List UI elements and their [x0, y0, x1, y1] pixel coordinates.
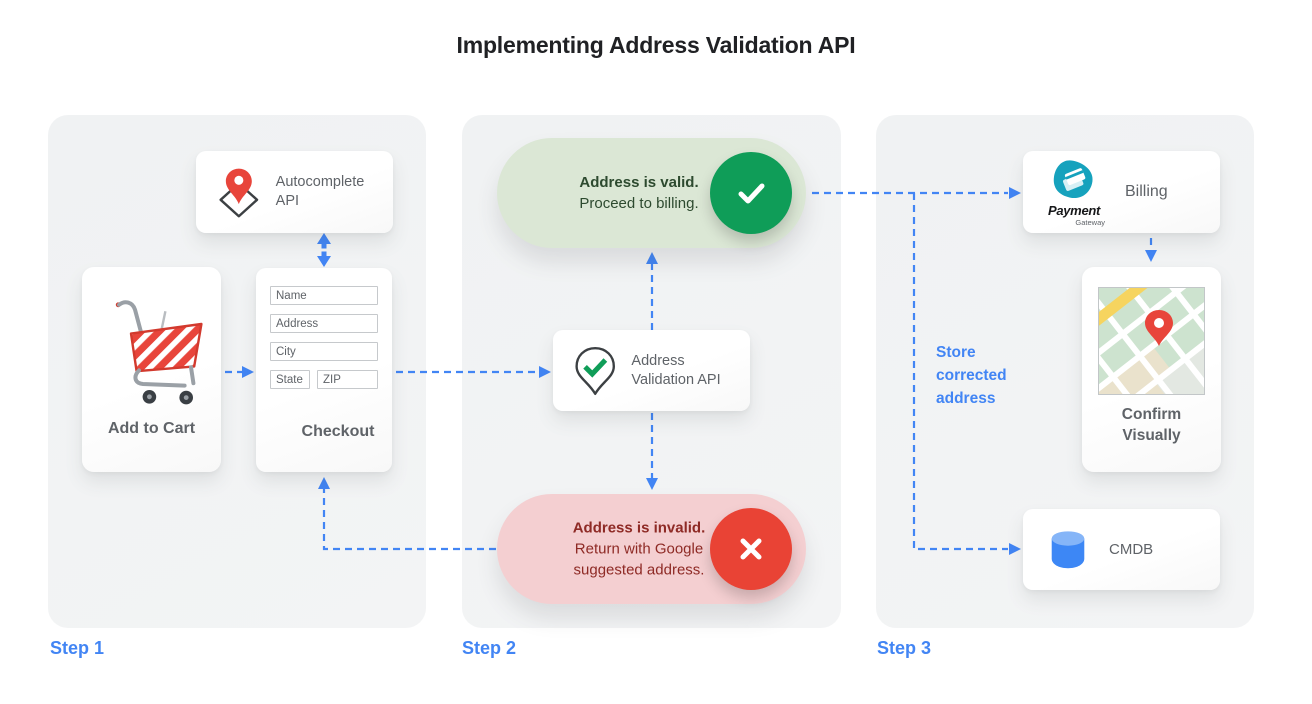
payment-logo-subtitle: Gateway — [1075, 217, 1105, 227]
payment-logo-title: Payment — [1047, 202, 1101, 218]
invalid-result-text: Address is invalid. Return with Google s… — [539, 518, 739, 581]
map-with-pin-image — [1098, 287, 1205, 395]
add-to-cart-card: Add to Cart — [82, 267, 221, 472]
add-to-cart-label: Add to Cart — [107, 420, 196, 437]
confirm-visually-text: Confirm Visually — [1121, 406, 1182, 444]
checkout-field-zip: ZIP — [317, 370, 378, 389]
invalid-result-body: Return with Google suggested address. — [573, 540, 705, 579]
store-corrected-address-note: Store corrected address — [936, 344, 1007, 407]
payment-gateway-blob-icon — [1053, 159, 1093, 198]
valid-result-title: Address is valid. — [579, 174, 699, 191]
checkout-field-city: City — [270, 342, 378, 361]
autocomplete-api-label: Autocomplete API — [275, 174, 365, 209]
check-circle-icon — [710, 152, 792, 234]
step1-label: Step 1 — [50, 638, 105, 658]
invalid-result-pill: Address is invalid. Return with Google s… — [497, 494, 806, 604]
checkout-field-name: Name — [270, 286, 378, 305]
map-pin-check-icon — [575, 346, 615, 395]
map-pin-over-diamond-icon — [219, 168, 259, 218]
valid-result-text: Address is valid. Proceed to billing. — [539, 172, 739, 214]
payment-gateway-logo: Payment Gateway — [1037, 158, 1111, 227]
invalid-result-title: Address is invalid. — [572, 519, 706, 537]
valid-result-body: Proceed to billing. — [579, 195, 699, 212]
checkout-field-state: State — [270, 370, 310, 389]
x-circle-icon — [710, 508, 792, 590]
autocomplete-api-card: Autocomplete API — [196, 151, 393, 233]
billing-card: Payment Gateway Billing — [1023, 151, 1220, 233]
check-icon — [738, 183, 765, 204]
step2-label: Step 2 — [462, 638, 517, 658]
cmdb-label: CMDB — [1109, 541, 1154, 558]
step3-label: Step 3 — [877, 638, 932, 658]
address-validation-api-label: Address Validation API — [631, 352, 721, 388]
confirm-visually-card: Confirm Visually — [1082, 267, 1221, 472]
x-icon — [740, 538, 762, 560]
billing-label: Billing — [1125, 183, 1168, 200]
confirm-visually-label: Confirm Visually — [1082, 404, 1221, 446]
cmdb-card: CMDB — [1023, 509, 1220, 590]
page-title: Implementing Address Validation API — [456, 32, 856, 58]
checkout-label: Checkout — [301, 423, 375, 440]
shopping-cart-icon — [115, 300, 203, 405]
address-validation-api-card: Address Validation API — [553, 330, 750, 411]
checkout-card: Name Address City State ZIP Checkout — [256, 268, 392, 472]
valid-result-pill: Address is valid. Proceed to billing. — [497, 138, 806, 248]
database-cylinder-icon — [1051, 530, 1085, 568]
checkout-field-address: Address — [270, 314, 378, 333]
map-image — [1099, 288, 1204, 394]
